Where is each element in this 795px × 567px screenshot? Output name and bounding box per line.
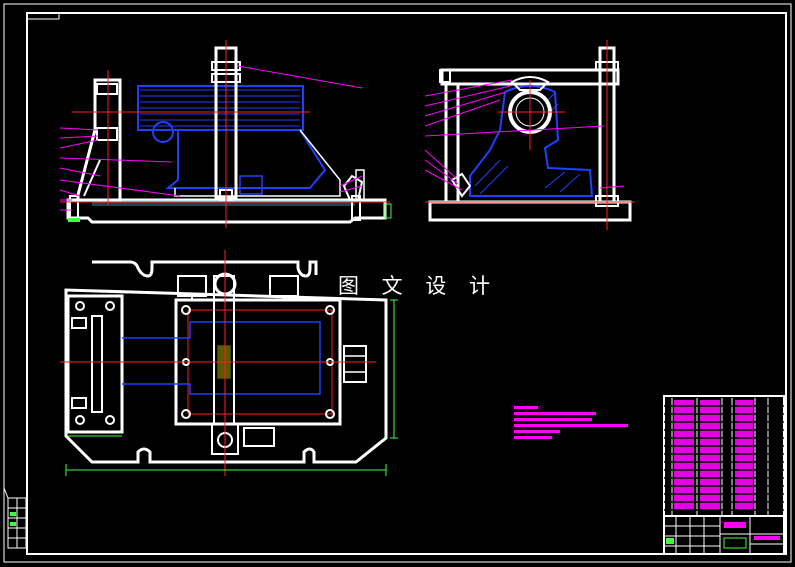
front-housing xyxy=(137,85,304,131)
watermark-text: 图 文 设 计 xyxy=(338,274,499,298)
outer-border xyxy=(3,3,792,563)
plan-outer-plate xyxy=(64,260,388,464)
side-bearing-housing xyxy=(469,85,594,197)
side-view xyxy=(424,40,635,230)
inner-border xyxy=(26,12,787,555)
front-clamp-knob xyxy=(342,174,364,201)
plan-right-clamp xyxy=(343,345,367,383)
side-base-plate xyxy=(428,200,632,222)
parts-list xyxy=(663,395,785,517)
border-tab xyxy=(26,12,60,20)
plan-left-block xyxy=(66,294,124,434)
plan-clamp-right xyxy=(269,275,299,297)
margin-stamp xyxy=(3,487,27,549)
plan-view xyxy=(60,250,398,476)
front-view xyxy=(59,40,392,228)
technical-notes xyxy=(514,406,628,439)
title-block xyxy=(663,515,785,555)
